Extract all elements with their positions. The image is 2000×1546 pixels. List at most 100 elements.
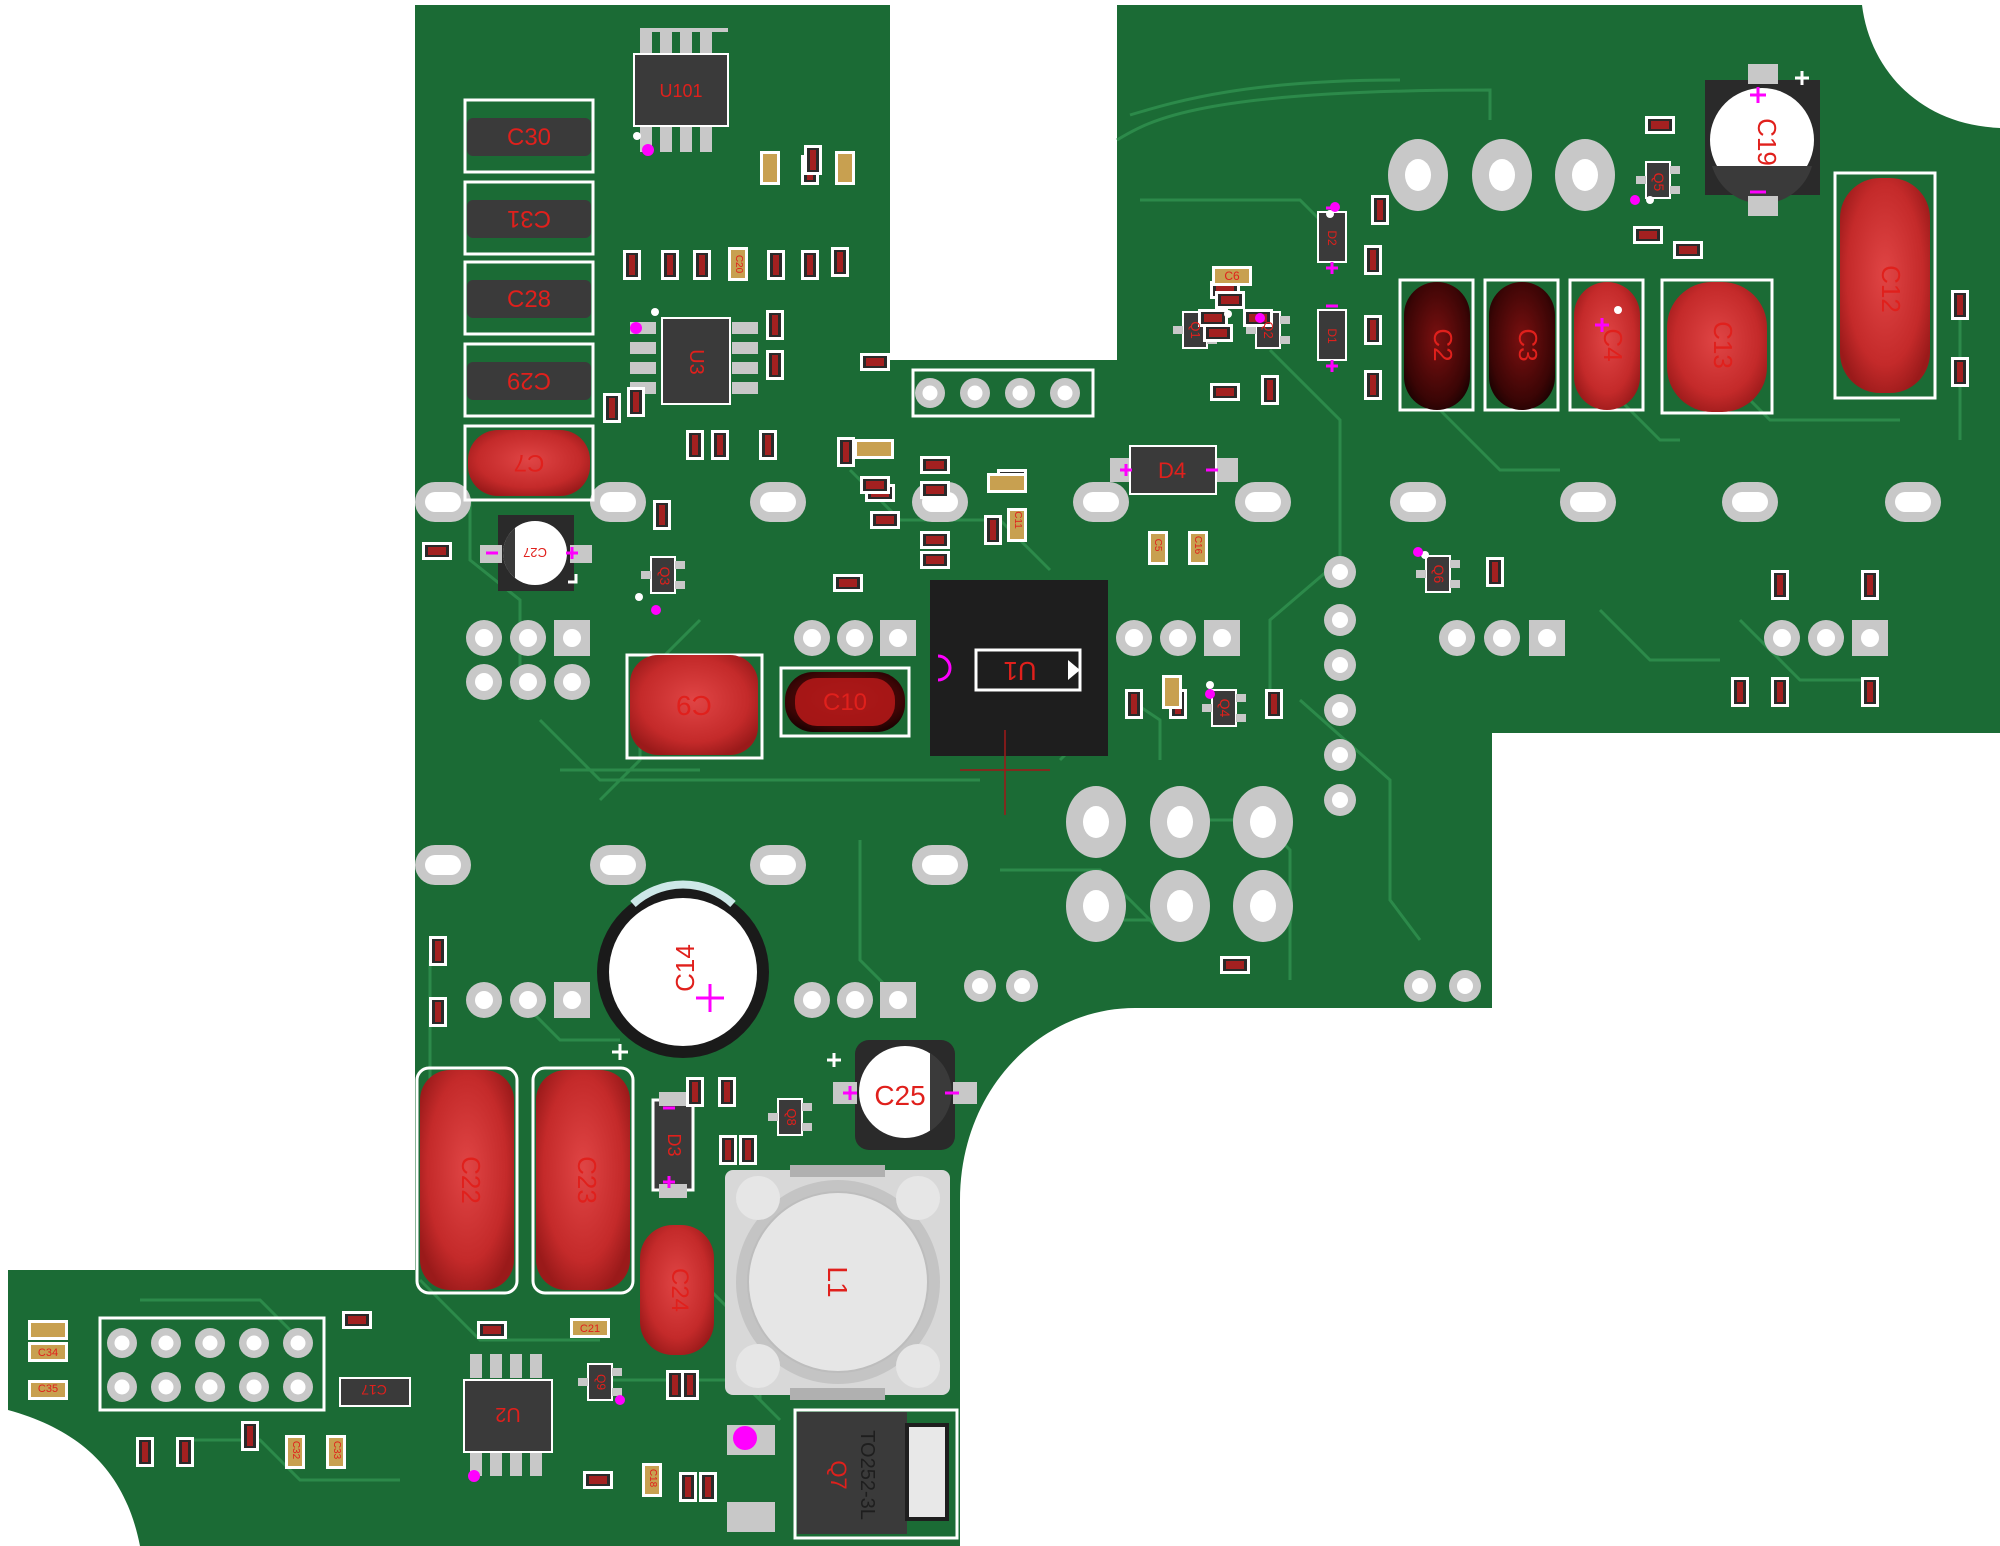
pad-hole — [846, 629, 864, 647]
pad-hole — [1861, 629, 1879, 647]
label-q2: Q2 — [1261, 321, 1276, 338]
smd-resistor — [920, 481, 950, 499]
pad-hole — [1169, 629, 1187, 647]
smd-resistor — [699, 1472, 717, 1502]
smd-resistor — [661, 250, 679, 280]
label-q1: Q1 — [1188, 321, 1203, 338]
label-q9: Q9 — [594, 1374, 608, 1390]
smd-resistor — [1771, 677, 1789, 707]
label-c18: C18 — [647, 1469, 658, 1488]
label-c25: C25 — [874, 1080, 925, 1111]
label-c31: C31 — [507, 205, 551, 232]
smd-resistor — [1364, 370, 1382, 400]
label-c22: C22 — [456, 1156, 486, 1204]
label-c32: C32 — [290, 1441, 301, 1460]
smd-resistor — [1371, 195, 1389, 225]
smd-resistor — [693, 250, 711, 280]
smd-resistor — [920, 531, 950, 549]
smd-resistor — [583, 1471, 613, 1489]
label-c33: C33 — [331, 1441, 342, 1460]
pad-hole — [1213, 629, 1231, 647]
smd-resistor — [477, 1321, 507, 1339]
dot — [635, 593, 643, 601]
pad-hole — [1012, 385, 1028, 401]
smd-resistor — [801, 250, 819, 280]
smd-resistor — [1265, 689, 1283, 719]
regulator-q7 — [727, 1408, 959, 1540]
smd-resistor — [837, 437, 855, 467]
label-c14: C14 — [670, 944, 700, 992]
pad-hole — [1057, 385, 1073, 401]
pad-hole — [246, 1379, 262, 1395]
pad-hole — [563, 991, 581, 1009]
label-u3: U3 — [685, 349, 707, 375]
pad-hole — [290, 1335, 306, 1351]
pad-hole — [202, 1335, 218, 1351]
header-2x5-outline — [98, 1316, 326, 1412]
smd-resistor — [1486, 557, 1504, 587]
smd-capacitor — [987, 473, 1027, 493]
pad-hole — [1332, 657, 1348, 673]
dot — [1421, 551, 1429, 559]
smd-resistor — [860, 353, 890, 371]
ic-u1-dip8 — [930, 580, 1108, 756]
sot23 — [768, 1098, 812, 1136]
pad-hole — [114, 1335, 130, 1351]
ic-u2 — [463, 1354, 553, 1482]
smd-capacitor — [835, 151, 855, 185]
smd-resistor — [176, 1437, 194, 1467]
label-c3: C3 — [1513, 328, 1543, 361]
smd-resistor — [759, 430, 777, 460]
electrolytic-caps — [480, 64, 1820, 1150]
smd-resistor — [767, 250, 785, 280]
diodes-d1-d2 — [1317, 211, 1347, 361]
smd-resistor — [686, 430, 704, 460]
pad-hole — [889, 991, 907, 1009]
smd-capacitor — [28, 1320, 68, 1340]
smd-resistor — [627, 387, 645, 417]
label-l1: L1 — [822, 1266, 853, 1297]
label-c16: C16 — [1192, 536, 1203, 555]
smd-passives — [28, 116, 1969, 1502]
label-q7: Q7 — [826, 1460, 851, 1489]
label-q3: Q3 — [657, 567, 673, 586]
pad-hole — [1448, 629, 1466, 647]
pad-hole — [1014, 978, 1030, 994]
smd-resistor — [1861, 677, 1879, 707]
pad-hole — [202, 1379, 218, 1395]
pad-hole — [475, 991, 493, 1009]
smd-resistor — [1364, 315, 1382, 345]
label-q6: Q6 — [1431, 565, 1447, 584]
smd-resistor — [686, 1077, 704, 1107]
ic-u101 — [633, 28, 729, 156]
pad-hole — [1332, 792, 1348, 808]
label-c12: C12 — [1876, 265, 1906, 313]
pad-hole — [967, 385, 983, 401]
smd-resistor — [136, 1437, 154, 1467]
smd-resistor — [653, 500, 671, 530]
smd-resistor — [711, 430, 729, 460]
smd-resistor — [1771, 570, 1789, 600]
smd-capacitor — [1212, 266, 1252, 286]
dot — [651, 308, 659, 316]
pad-hole — [114, 1379, 130, 1395]
label-c30: C30 — [507, 124, 551, 151]
label-c24: C24 — [666, 1268, 693, 1312]
smd-resistor — [1364, 245, 1382, 275]
label-c6: C6 — [1224, 269, 1240, 283]
polarity-markers — [486, 87, 1766, 1188]
smd-resistor — [833, 574, 863, 592]
smd-resistor — [681, 1370, 699, 1400]
smd-resistor — [422, 542, 452, 560]
label-d1: D1 — [1325, 328, 1339, 344]
sot23 — [641, 556, 685, 594]
large-pads-top — [1388, 139, 1615, 211]
pad-hole — [1332, 702, 1348, 718]
sot23 — [1416, 555, 1460, 593]
pad-hole — [1538, 629, 1556, 647]
label-to252: TO252-3L — [856, 1430, 878, 1520]
smd-resistor — [1220, 956, 1250, 974]
label-c27: C27 — [523, 545, 547, 560]
smd-resistor — [739, 1135, 757, 1165]
